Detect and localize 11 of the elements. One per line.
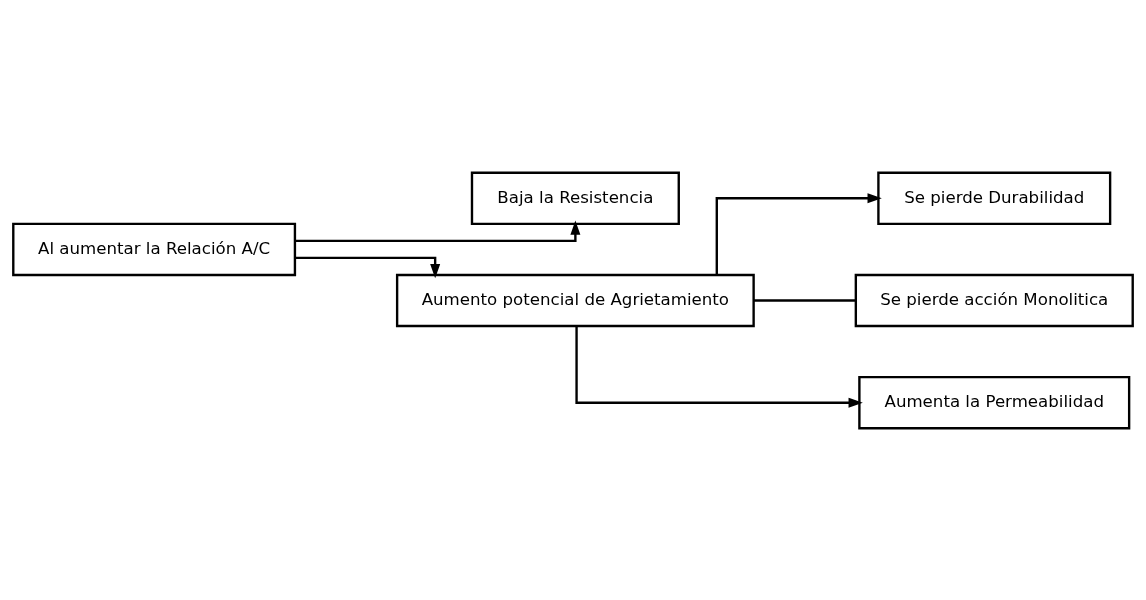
connector: [753, 298, 856, 302]
node-box: Aumenta la Permeabilidad: [858, 375, 1131, 429]
arrow: [295, 256, 441, 278]
arrow: [715, 192, 882, 275]
arrow: [575, 325, 863, 408]
node-box: Baja la Resistencia: [470, 171, 680, 225]
node-box: Aumento potencial de Agrietamiento: [395, 273, 755, 327]
node-box: Al aumentar la Relación A/C: [12, 222, 297, 276]
arrow: [295, 219, 581, 242]
node-box: Se pierde acción Monolitica: [854, 273, 1134, 327]
node-box: Se pierde Durabilidad: [877, 171, 1112, 225]
